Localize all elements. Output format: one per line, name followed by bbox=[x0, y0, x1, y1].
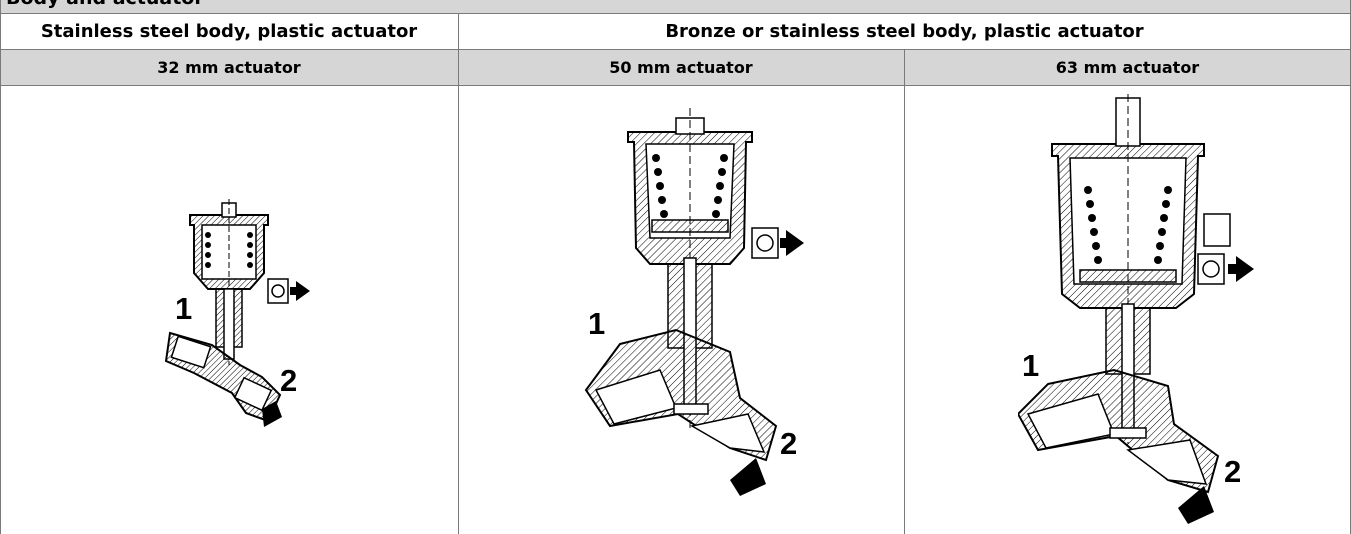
group-header-bronze: Bronze or stainless steel body, plastic … bbox=[458, 13, 1351, 49]
port-label: 2 bbox=[280, 363, 298, 398]
figure-50mm: 1 2 bbox=[580, 108, 810, 500]
grid-line bbox=[0, 13, 1351, 14]
column-header-50mm: 50 mm actuator bbox=[458, 49, 904, 85]
table-title: Body and actuator bbox=[6, 0, 204, 9]
angle-valve-63mm-sectional-drawing-icon bbox=[1016, 94, 1254, 524]
port-label: 1 bbox=[588, 306, 606, 341]
figure-32mm: 1 2 bbox=[150, 195, 330, 430]
column-header-32mm: 32 mm actuator bbox=[0, 49, 458, 85]
table-title-row: Body and actuator bbox=[0, 0, 1351, 13]
column-header-row: 32 mm actuator 50 mm actuator 63 mm actu… bbox=[0, 49, 1351, 85]
column-header-label: 63 mm actuator bbox=[1055, 57, 1200, 77]
group-header-label: Bronze or stainless steel body, plastic … bbox=[665, 20, 1144, 42]
angle-valve-50mm-sectional-drawing-icon bbox=[584, 108, 804, 496]
port-label: 2 bbox=[1224, 454, 1242, 489]
column-header-63mm: 63 mm actuator bbox=[904, 49, 1351, 85]
figure-63mm: 1 2 bbox=[1016, 94, 1258, 524]
grid-line bbox=[904, 49, 905, 534]
column-header-label: 32 mm actuator bbox=[157, 57, 301, 77]
grid-line bbox=[458, 13, 459, 534]
group-header-label: Stainless steel body, plastic actuator bbox=[40, 20, 418, 42]
group-header-stainless: Stainless steel body, plastic actuator bbox=[0, 13, 458, 49]
port-label: 1 bbox=[1022, 348, 1040, 383]
grid-line bbox=[0, 49, 1351, 50]
group-header-row: Stainless steel body, plastic actuator B… bbox=[0, 13, 1351, 49]
angle-valve-32mm-sectional-drawing-icon bbox=[164, 199, 310, 427]
column-header-label: 50 mm actuator bbox=[609, 57, 753, 77]
port-label: 1 bbox=[175, 291, 193, 326]
port-label: 2 bbox=[780, 426, 798, 461]
grid-line bbox=[0, 0, 1, 534]
grid-line bbox=[0, 85, 1351, 86]
